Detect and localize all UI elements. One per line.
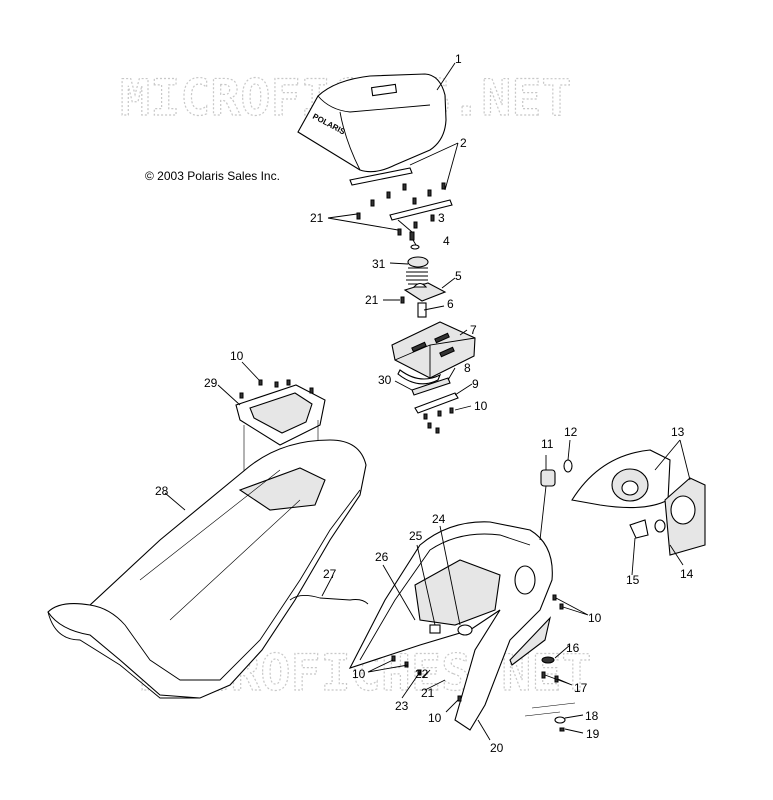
- callout-4: 4: [443, 234, 450, 248]
- callout-labels: 1 2 21 3 4 31 5 21 6 7 10 8 30 29 9 10 1…: [155, 52, 694, 755]
- callout-3: 3: [438, 211, 445, 225]
- callout-2: 2: [460, 136, 467, 150]
- part-small-screws: [356, 182, 446, 236]
- part-trim-ring: [235, 379, 326, 446]
- callout-16: 16: [566, 641, 580, 655]
- callout-7: 7: [470, 323, 477, 337]
- part-seat: [47, 439, 367, 699]
- part-base-plate: [391, 321, 476, 385]
- callout-11: 11: [541, 437, 554, 451]
- callout-12: 12: [564, 425, 578, 439]
- callout-22: 22: [415, 667, 429, 681]
- callout-8: 8: [464, 361, 471, 375]
- part-hinge-bars: [411, 377, 459, 434]
- part-retainer-strips: [349, 167, 453, 221]
- callout-9: 9: [472, 377, 479, 391]
- callout-21-top: 21: [310, 211, 324, 225]
- part-storage-lid: POLARIS: [297, 73, 447, 173]
- callout-10-cowl-right: 10: [588, 611, 602, 625]
- part-tail-light-assembly: [571, 449, 706, 556]
- callout-17: 17: [574, 681, 588, 695]
- callout-19: 19: [586, 727, 600, 741]
- callout-20: 20: [490, 741, 504, 755]
- callout-10-base: 10: [474, 399, 488, 413]
- callout-21-bottom: 21: [421, 686, 435, 700]
- part-rear-cowl: [348, 521, 553, 731]
- leader-lines: [164, 62, 691, 741]
- callout-25: 25: [409, 529, 423, 543]
- callout-26: 26: [375, 550, 389, 564]
- callout-13: 13: [671, 425, 685, 439]
- callout-15: 15: [626, 573, 640, 587]
- callout-21-mid: 21: [365, 293, 379, 307]
- copyright-text: © 2003 Polaris Sales Inc.: [145, 169, 280, 183]
- callout-28: 28: [155, 484, 169, 498]
- part-latch-stack: [400, 231, 447, 318]
- callout-30: 30: [378, 373, 392, 387]
- part-cable: [289, 595, 369, 605]
- callout-14: 14: [680, 567, 694, 581]
- callout-1: 1: [455, 52, 462, 66]
- callout-29: 29: [204, 376, 218, 390]
- callout-18: 18: [585, 709, 599, 723]
- callout-31: 31: [372, 257, 386, 271]
- part-tail-bulb-socket: [540, 459, 573, 487]
- callout-10-bottom: 10: [428, 711, 442, 725]
- callout-23: 23: [395, 699, 409, 713]
- callout-6: 6: [447, 297, 454, 311]
- callout-5: 5: [455, 269, 462, 283]
- callout-10-trim: 10: [230, 349, 244, 363]
- callout-27: 27: [323, 567, 337, 581]
- callout-24: 24: [432, 512, 446, 526]
- callout-10-cowl-left: 10: [352, 667, 366, 681]
